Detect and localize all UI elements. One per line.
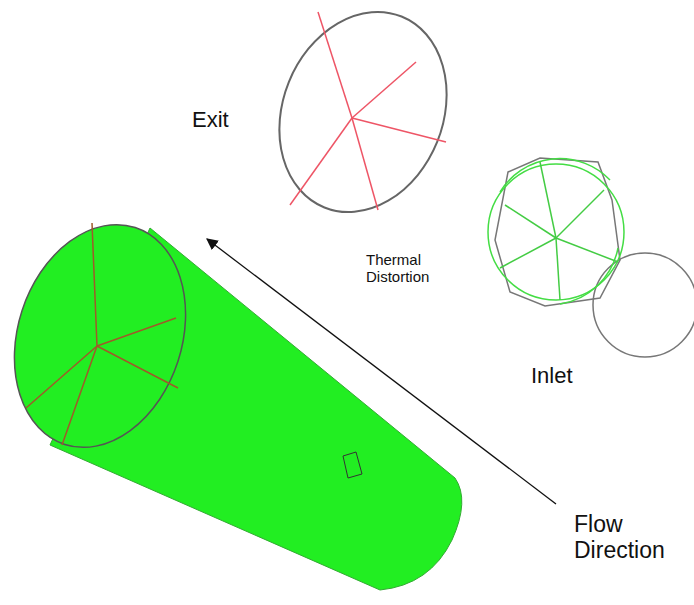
cylinder — [0, 202, 462, 590]
distortion-arc — [560, 248, 618, 304]
section-label: Exit — [192, 107, 229, 132]
exit-outline — [250, 0, 476, 237]
flow-arrow — [207, 239, 556, 504]
exit-section — [250, 0, 476, 237]
exit-spokes — [290, 12, 446, 210]
sensor-patch — [343, 452, 362, 478]
inlet-spokes — [500, 162, 618, 300]
annotation-label: Thermal Distortion — [366, 251, 458, 286]
distortion-arc — [500, 159, 610, 192]
cylinder-face — [0, 202, 213, 470]
inlet-section — [488, 158, 694, 357]
cylinder-spokes — [26, 223, 178, 445]
section-label: Inlet — [531, 363, 573, 388]
direction-label: Flow Direction — [574, 511, 690, 564]
inlet-distorted-outline — [495, 158, 620, 306]
inlet-reference-circle — [593, 253, 694, 357]
